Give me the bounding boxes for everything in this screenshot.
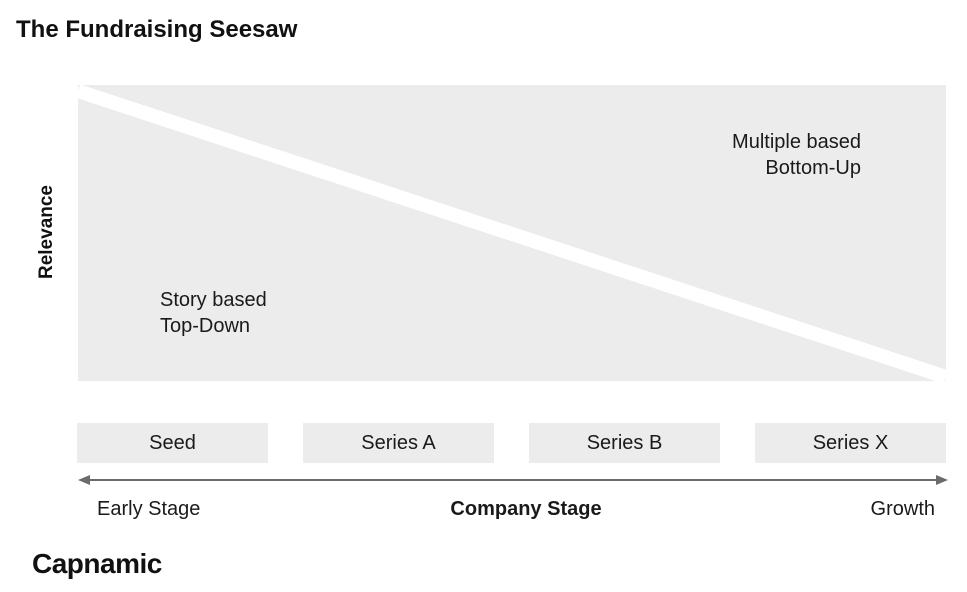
axis-title: Company Stage <box>450 498 602 520</box>
story-based-line2: Top-Down <box>160 315 251 337</box>
stage-series-a: Series A <box>303 423 494 463</box>
axis-arrow-left-icon <box>78 475 90 485</box>
company-stage-axis <box>78 475 948 485</box>
diagonal-line <box>78 85 946 381</box>
axis-left-label: Early Stage <box>97 498 201 520</box>
stage-series-x: Series X <box>755 423 946 463</box>
story-based-label: Story based Top-Down <box>160 287 267 339</box>
story-based-line1: Story based <box>160 289 267 311</box>
multiple-based-line1: Multiple based <box>732 131 861 153</box>
multiple-based-line2: Bottom-Up <box>765 157 861 179</box>
brand-logo: Capnamic <box>32 548 162 579</box>
axis-arrow-right-icon <box>936 475 948 485</box>
stage-seed: Seed <box>77 423 268 463</box>
axis-right-label: Growth <box>870 498 935 520</box>
seesaw-panel <box>78 85 946 381</box>
page-title: The Fundraising Seesaw <box>16 16 298 43</box>
y-axis-label: Relevance <box>36 184 57 280</box>
multiple-based-label: Multiple based Bottom-Up <box>732 129 861 181</box>
stage-series-b: Series B <box>529 423 720 463</box>
seesaw-diagonal-divider <box>78 85 946 381</box>
